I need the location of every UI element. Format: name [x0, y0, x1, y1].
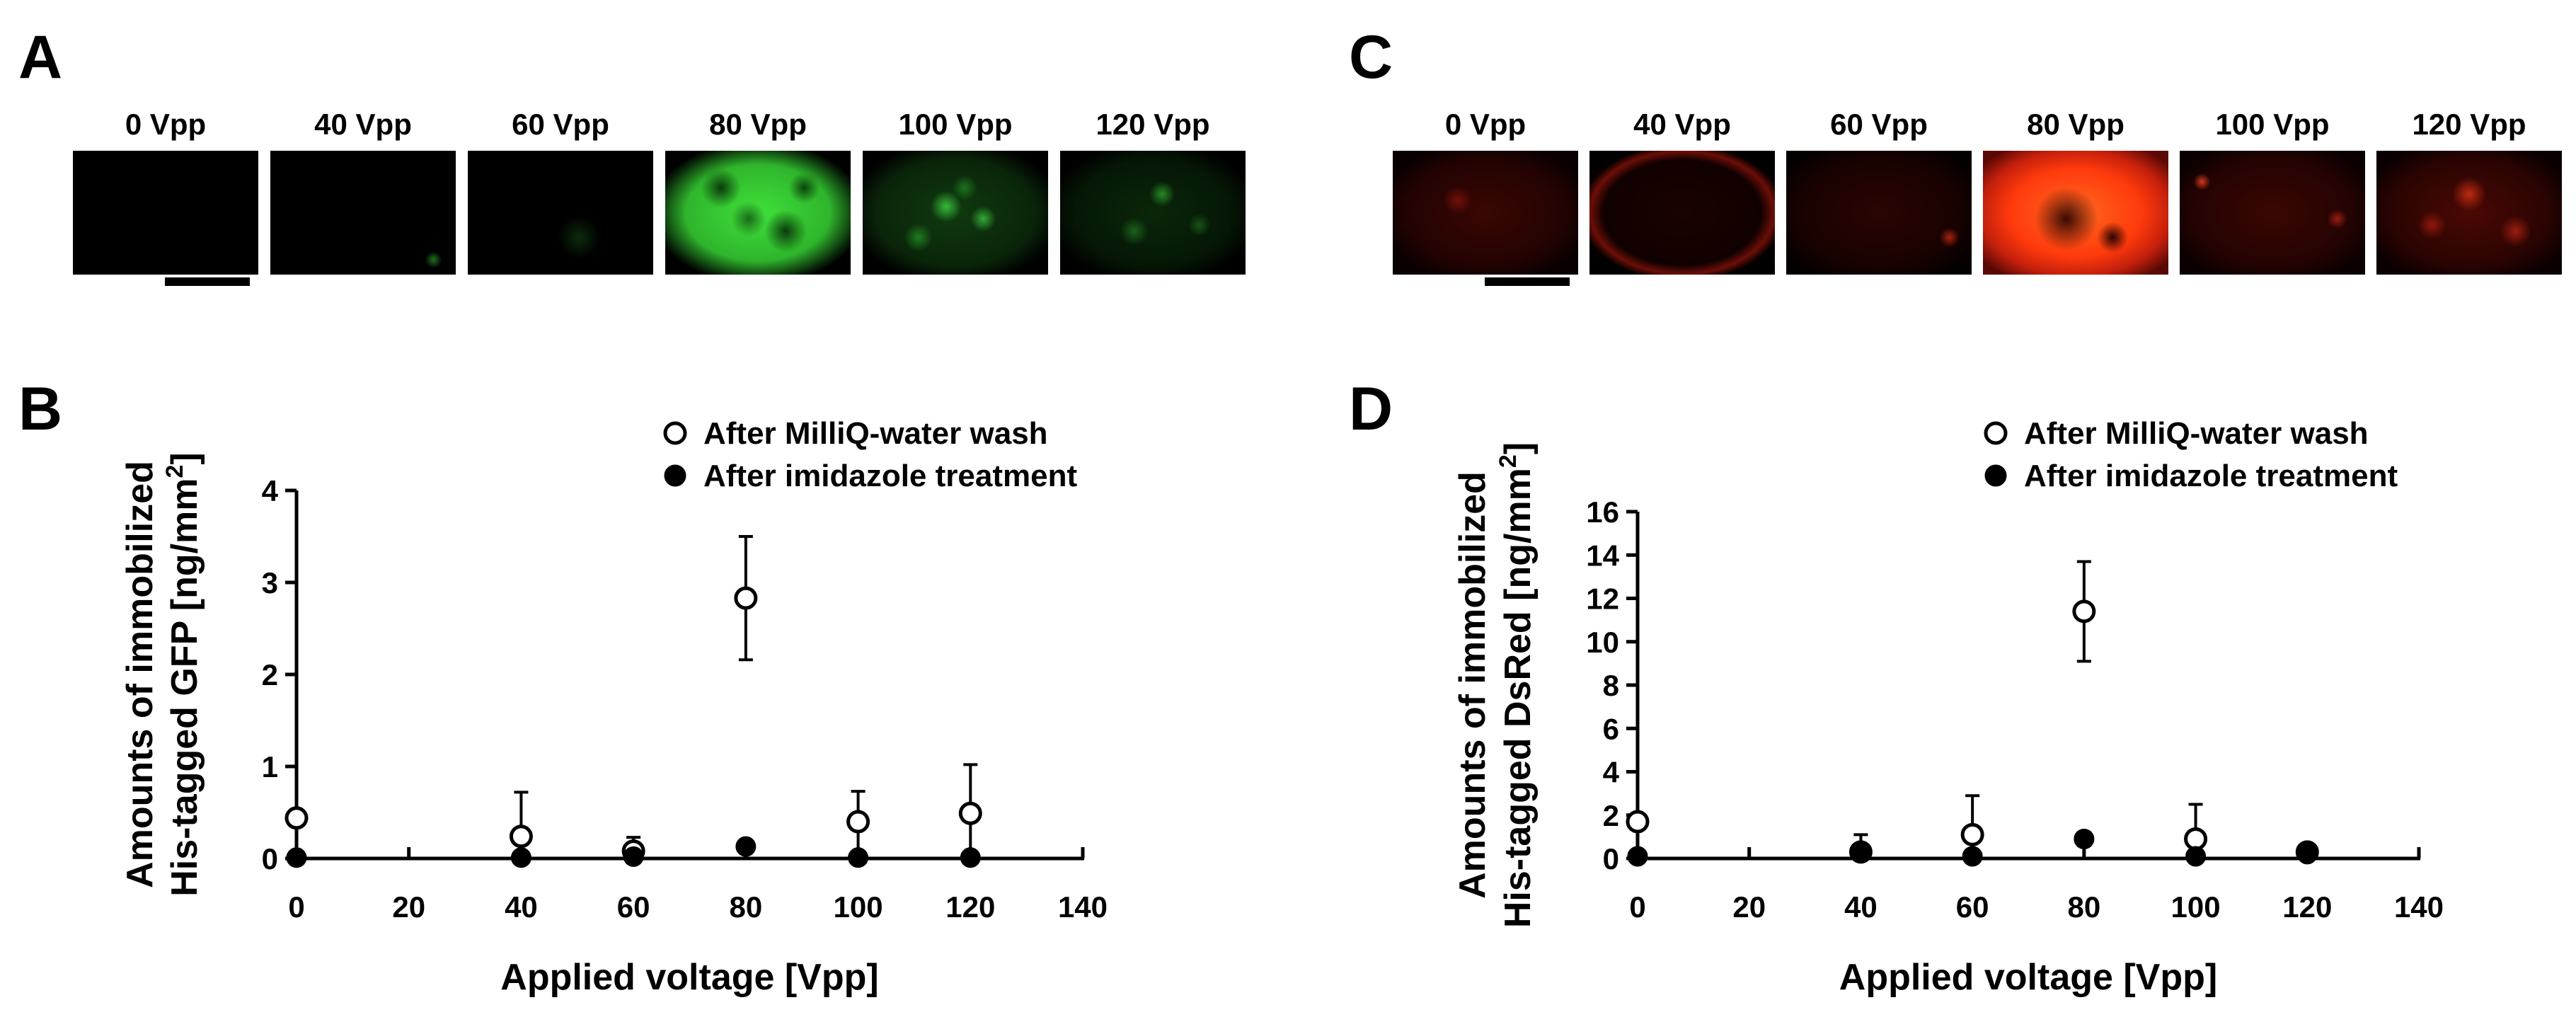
dsred-image-label: 40 Vpp [1633, 108, 1731, 141]
gfp-micrograph-0vpp [73, 151, 258, 275]
data-point-milliq-wash [846, 810, 870, 834]
data-point-imidazole [735, 836, 757, 857]
dsred-micrograph-40vpp [1589, 151, 1775, 275]
x-tick-label: 100 [2171, 890, 2221, 924]
legend-marker-open [1984, 421, 2008, 445]
y-axis-title-line2: His-tagged GFP [ng/mm2] [161, 452, 205, 897]
legend-marker-open [663, 421, 687, 445]
data-point-milliq-wash [1626, 810, 1650, 834]
dsred-micrograph-0vpp [1393, 151, 1578, 275]
data-point-milliq-wash [1960, 822, 1984, 846]
scale-bar [165, 277, 250, 286]
gfp-micrograph-80vpp [665, 151, 851, 275]
gfp-micrograph-60vpp [468, 151, 653, 275]
x-tick-label: 120 [945, 890, 995, 924]
x-tick-label: 0 [1629, 890, 1645, 924]
legend-marker-filled [1984, 464, 2007, 487]
x-tick-label: 60 [617, 890, 650, 924]
y-tick-label: 4 [1603, 756, 1620, 789]
y-tick-label: 2 [1603, 799, 1619, 832]
legend-label: After MilliQ-water wash [703, 416, 1048, 451]
y-tick-label: 14 [1586, 539, 1619, 572]
y-axis-title-line2: His-tagged DsRed [ng/mm2] [1495, 442, 1539, 928]
dsred-image-label: 0 Vpp [1444, 108, 1526, 141]
panel-letter-d: D [1349, 375, 1393, 443]
data-point-milliq-wash [509, 824, 533, 849]
data-point-milliq-wash [2072, 599, 2096, 624]
scale-bar [1485, 277, 1570, 286]
x-axis-title: Applied voltage [Vpp] [500, 957, 878, 998]
gfp-image-label: 0 Vpp [125, 108, 207, 141]
dsred-micrograph-60vpp [1786, 151, 1972, 275]
gfp-image-label: 40 Vpp [314, 108, 412, 141]
gfp-micrograph-40vpp [270, 151, 456, 275]
x-tick-label: 140 [1058, 890, 1108, 924]
y-tick-label: 1 [262, 750, 278, 783]
x-tick-label: 60 [1956, 890, 1989, 924]
dsred-micrograph-80vpp [1983, 151, 2168, 275]
data-point-imidazole [510, 847, 531, 868]
dsred-image-label: 60 Vpp [1830, 108, 1928, 141]
dsred-micrograph-100vpp [2180, 151, 2365, 275]
y-tick-label: 16 [1586, 495, 1619, 529]
y-axis-title-line1: Amounts of immobilized [1452, 471, 1493, 899]
x-tick-label: 20 [392, 890, 425, 924]
dsred-micrograph-120vpp [2376, 151, 2562, 275]
gfp-micrograph-100vpp [863, 151, 1048, 275]
data-point-milliq-wash [284, 806, 309, 830]
gfp-image-label: 60 Vpp [512, 108, 609, 141]
y-tick-label: 0 [1603, 842, 1619, 875]
y-tick-label: 10 [1586, 626, 1619, 659]
dsred-image-label: 80 Vpp [2027, 108, 2124, 141]
data-point-imidazole [848, 847, 869, 868]
gfp-image-label: 80 Vpp [709, 108, 807, 141]
dsred-image-label: 120 Vpp [2412, 108, 2526, 141]
y-tick-label: 0 [262, 842, 278, 875]
panel-letter-b: B [18, 375, 63, 443]
legend-label: After imidazole treatment [703, 459, 1077, 493]
x-tick-label: 140 [2394, 890, 2444, 924]
x-tick-label: 40 [505, 890, 538, 924]
gfp-image-label: 120 Vpp [1096, 108, 1210, 141]
data-point-imidazole [1627, 846, 1648, 867]
y-tick-label: 3 [262, 566, 278, 599]
x-tick-label: 20 [1732, 890, 1766, 924]
data-point-milliq-wash [958, 801, 982, 825]
x-tick-label: 100 [834, 890, 883, 924]
x-tick-label: 40 [1844, 890, 1878, 924]
y-tick-label: 12 [1586, 582, 1619, 616]
y-tick-label: 8 [1603, 669, 1619, 702]
legend-label: After MilliQ-water wash [2024, 416, 2369, 451]
y-tick-label: 4 [262, 474, 279, 507]
gfp-image-label: 100 Vpp [898, 108, 1013, 141]
gfp-micrograph-120vpp [1060, 151, 1246, 275]
data-point-imidazole [2074, 828, 2095, 849]
x-tick-label: 80 [2067, 890, 2100, 924]
legend-label: After imidazole treatment [2024, 459, 2398, 493]
x-tick-label: 80 [729, 890, 762, 924]
data-point-imidazole [1962, 846, 1983, 867]
x-axis-title: Applied voltage [Vpp] [1839, 957, 2217, 998]
y-axis-title-line1: Amounts of immobilized [120, 461, 161, 888]
legend-marker-filled [664, 464, 686, 487]
x-tick-label: 0 [288, 890, 304, 924]
data-point-imidazole [623, 846, 644, 867]
data-point-imidazole [2296, 844, 2318, 865]
data-point-imidazole [2185, 846, 2207, 867]
data-point-imidazole [1850, 841, 1871, 863]
x-tick-label: 120 [2282, 890, 2332, 924]
panel-letter-a: A [18, 23, 63, 91]
data-point-imidazole [960, 847, 981, 868]
y-tick-label: 2 [262, 658, 278, 691]
dsred-image-label: 100 Vpp [2215, 108, 2330, 141]
data-point-milliq-wash [734, 586, 758, 610]
panel-letter-c: C [1349, 23, 1393, 91]
data-point-imidazole [286, 847, 307, 868]
y-tick-label: 6 [1603, 712, 1619, 745]
data-point-milliq-wash [2184, 827, 2208, 851]
